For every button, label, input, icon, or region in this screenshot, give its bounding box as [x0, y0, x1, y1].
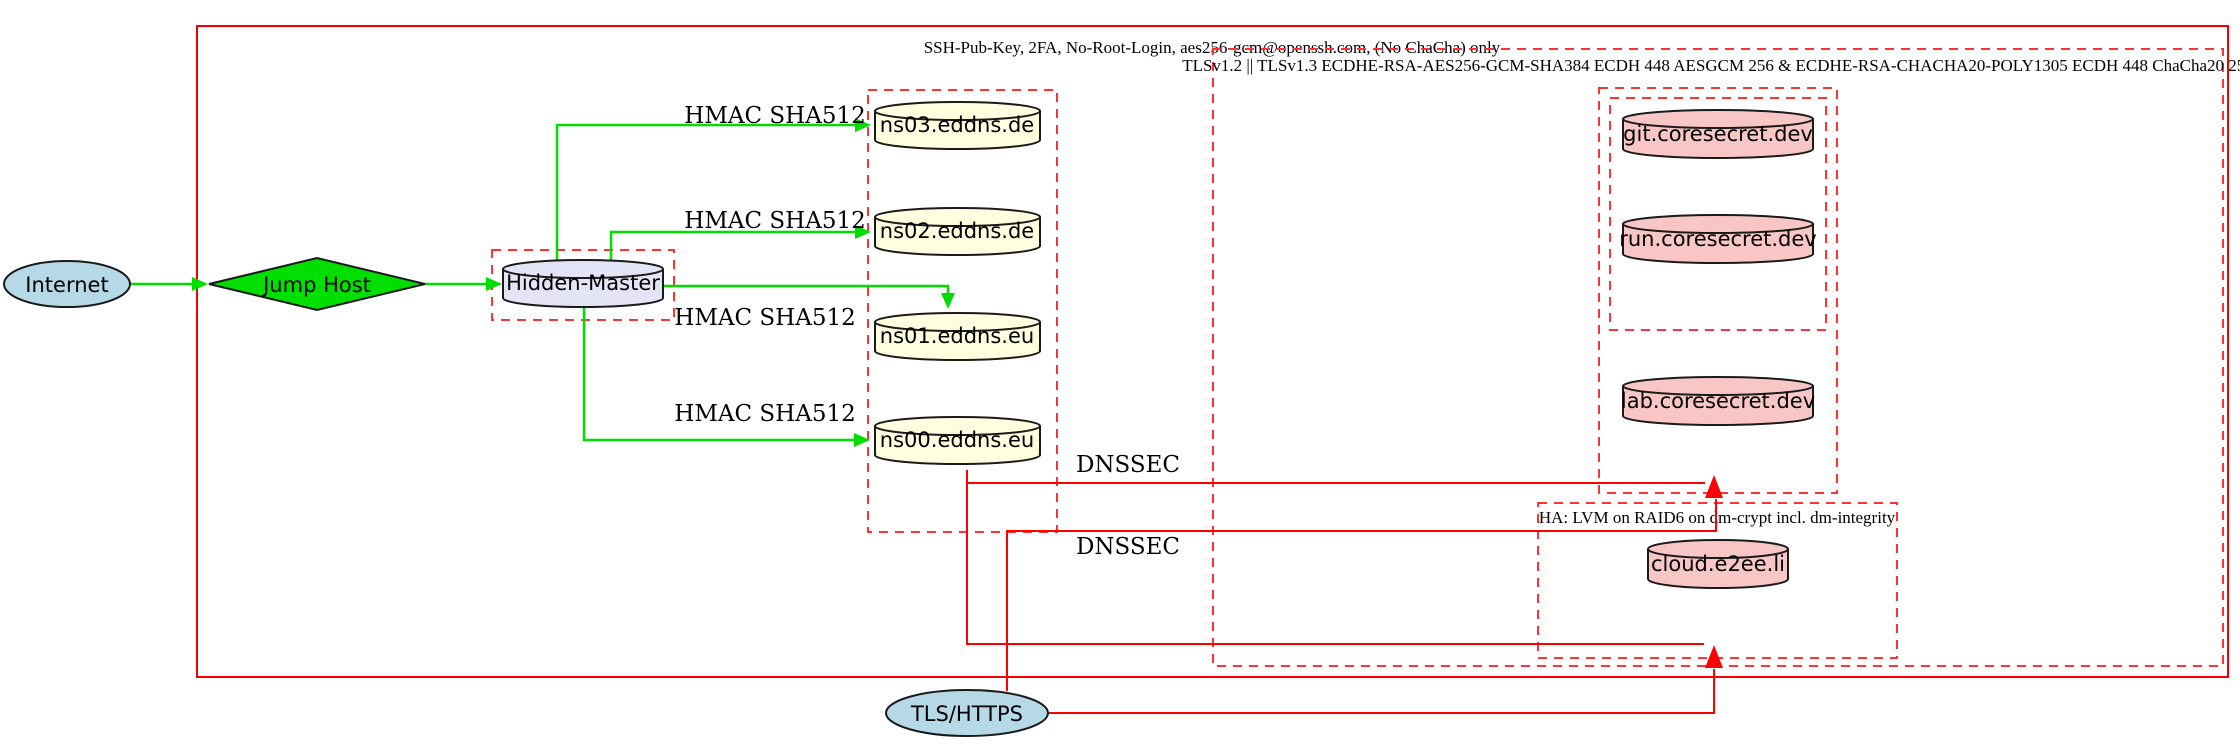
cluster-ssh-label: SSH-Pub-Key, 2FA, No-Root-Login, aes256-…: [924, 38, 1501, 57]
arrowhead-up-icon: [1705, 645, 1723, 668]
edge-label-hmac-ns03: HMAC SHA512: [684, 103, 865, 129]
arrowhead-right-icon: [486, 277, 502, 291]
node-cloud-e2ee: cloud.e2ee.li: [1647, 539, 1789, 589]
node-jump-host-label: Jump Host: [261, 273, 371, 297]
node-tls-https-label: TLS/HTTPS: [910, 702, 1023, 726]
edge-internet-to-jumphost: [130, 277, 208, 291]
cluster-tls-label: TLSv1.2 || TLSv1.3 ECDHE-RSA-AES256-GCM-…: [1182, 56, 2240, 75]
node-cloud-label: cloud.e2ee.li: [1651, 552, 1785, 576]
arrowhead-down-icon: [941, 293, 955, 309]
edge-label-dnssec-1: DNSSEC: [1076, 452, 1180, 478]
node-tls-https: TLS/HTTPS: [885, 689, 1049, 737]
edge-label-hmac-ns00: HMAC SHA512: [674, 401, 855, 427]
node-git-label: git.coresecret.dev: [1623, 122, 1813, 146]
edge-tlshttps-to-coresecret-cluster: [1006, 499, 1717, 691]
edge-jumphost-to-hiddenmaster: [425, 277, 502, 291]
edge-hiddenmaster-to-ns00: [582, 308, 870, 447]
cluster-coresecret-box: [1598, 87, 1838, 494]
node-git-coresecret: git.coresecret.dev: [1622, 109, 1814, 159]
node-ns02-label: ns02.eddns.de: [880, 219, 1034, 243]
node-ns02: ns02.eddns.de: [874, 207, 1041, 256]
node-ns00: ns00.eddns.eu: [874, 416, 1041, 465]
node-ns03-label: ns03.eddns.de: [880, 113, 1034, 137]
arrowhead-right-icon: [855, 118, 871, 132]
node-ns01: ns01.eddns.eu: [874, 312, 1041, 361]
edge-label-dnssec-2: DNSSEC: [1076, 534, 1180, 560]
edge-hiddenmaster-to-ns03: [555, 118, 871, 261]
edge-hiddenmaster-to-ns02: [609, 225, 871, 261]
arrowhead-right-icon: [855, 225, 871, 239]
node-ns00-label: ns00.eddns.eu: [880, 428, 1034, 452]
cluster-nameservers-box: [867, 89, 1058, 533]
node-internet-label: Internet: [25, 273, 108, 297]
node-ns01-label: ns01.eddns.eu: [880, 324, 1034, 348]
node-hidden-master-label: Hidden-Master: [506, 271, 660, 295]
node-jump-host: Jump Host: [208, 256, 426, 312]
node-internet: Internet: [3, 260, 131, 308]
edge-tlshttps-to-ha-cluster: [1047, 669, 1715, 714]
edge-label-hmac-ns02: HMAC SHA512: [684, 208, 865, 234]
node-run-label: run.coresecret.dev: [1619, 227, 1817, 251]
node-lab-coresecret: lab.coresecret.dev: [1621, 376, 1815, 426]
cluster-ssh-box: [196, 25, 2229, 678]
node-ns03: ns03.eddns.de: [874, 101, 1041, 150]
cluster-ha-label: HA: LVM on RAID6 on dm-crypt incl. dm-in…: [1539, 508, 1896, 527]
arrowhead-right-icon: [192, 277, 208, 291]
arrowhead-up-icon: [1705, 475, 1723, 498]
edge-label-hmac-ns01: HMAC SHA512: [674, 305, 855, 331]
node-lab-label: lab.coresecret.dev: [1621, 389, 1815, 413]
node-hidden-master: Hidden-Master: [502, 259, 664, 308]
edge-hiddenmaster-to-ns01: [663, 284, 955, 309]
edge-ns00-to-ha-cluster: [966, 470, 1704, 645]
node-run-coresecret: run.coresecret.dev: [1619, 214, 1817, 264]
arrowhead-right-icon: [854, 433, 870, 447]
